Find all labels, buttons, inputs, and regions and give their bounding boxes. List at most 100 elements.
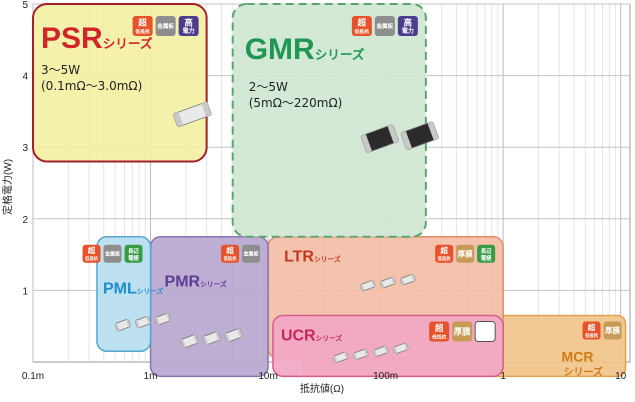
series-name: PMLシリーズ <box>103 281 164 298</box>
series-suffix: シリーズ <box>564 365 604 378</box>
svg-text:低抵抗: 低抵抗 <box>431 334 447 341</box>
svg-text:電極: 電極 <box>128 254 139 262</box>
x-tick-label: 10 <box>615 371 627 382</box>
svg-text:金属板: 金属板 <box>156 22 174 30</box>
series-name: UCRシリーズ <box>281 327 342 344</box>
x-tick-label: 100m <box>373 371 398 382</box>
svg-text:長辺: 長辺 <box>481 247 492 255</box>
svg-text:金属板: 金属板 <box>104 251 121 258</box>
svg-text:高: 高 <box>184 17 193 27</box>
resistor-chip-image <box>154 312 171 326</box>
y-tick-label: 5 <box>22 0 28 11</box>
svg-text:電極: 電極 <box>481 254 492 262</box>
y-tick-label: 2 <box>22 215 28 226</box>
svg-text:低抵抗: 低抵抗 <box>84 255 99 262</box>
svg-text:厚膜: 厚膜 <box>458 248 474 258</box>
metal-plate-badge: 金属板 <box>242 244 261 263</box>
y-tick-label: 1 <box>22 286 28 297</box>
svg-text:実装: 実装 <box>479 333 491 341</box>
x-tick-label: 0.1m <box>22 371 44 382</box>
svg-text:超: 超 <box>357 17 367 27</box>
series-name: PSRシリーズ <box>41 22 153 55</box>
range-text: (5mΩ～220mΩ) <box>249 96 343 110</box>
svg-text:裏面: 裏面 <box>478 325 491 333</box>
resistor-chip-image <box>134 315 151 329</box>
svg-text:長辺: 長辺 <box>128 247 139 255</box>
high-power-badge: 高電力 <box>397 16 418 36</box>
svg-text:低抵抗: 低抵抗 <box>134 28 150 35</box>
series-region-gmr: GMRシリーズ2～5W(5mΩ～220mΩ)超低抵抗金属板高電力 <box>231 3 439 238</box>
x-axis-label: 抵抗値(Ω) <box>300 382 344 395</box>
metal-plate-badge: 金属板 <box>103 244 122 263</box>
resistor-chip-image <box>400 121 439 150</box>
y-tick-label: 4 <box>22 72 28 83</box>
series-regions: MCRシリーズ超低抵抗厚膜LTRシリーズ超低抵抗厚膜長辺電極UCRシリーズ超低抵… <box>32 3 627 378</box>
resistor-chip-image <box>173 101 212 128</box>
svg-text:低抵抗: 低抵抗 <box>584 332 599 339</box>
y-axis-label: 定格電力(W) <box>1 159 14 215</box>
resistor-chip-image <box>224 328 243 343</box>
series-name: GMRシリーズ <box>245 33 365 66</box>
range-text: 2～5W <box>249 80 288 94</box>
resistor-chip-image <box>114 318 131 332</box>
svg-text:金属板: 金属板 <box>243 251 260 258</box>
series-region-psr: PSRシリーズ3～5W(0.1mΩ～3.0mΩ)超低抵抗金属板高電力 <box>32 3 212 163</box>
svg-text:低抵抗: 低抵抗 <box>223 255 238 262</box>
resistor-chip-image <box>332 351 349 364</box>
resistor-chip-image <box>392 342 409 355</box>
resistor-chip-image <box>400 273 416 286</box>
resistor-chip-image <box>180 334 199 349</box>
svg-text:低抵抗: 低抵抗 <box>437 255 452 262</box>
svg-text:厚膜: 厚膜 <box>454 326 471 336</box>
svg-text:電力: 電力 <box>402 27 414 35</box>
thick-film-badge: 厚膜 <box>456 244 475 263</box>
x-axis-ticks: 0.1m 1m 10m 100m 1 10 <box>22 371 627 382</box>
svg-text:超: 超 <box>434 323 444 333</box>
y-axis-ticks: 1 2 3 4 5 <box>22 0 28 297</box>
resistor-chip-image <box>360 279 376 292</box>
svg-text:超: 超 <box>225 245 234 255</box>
svg-text:電力: 電力 <box>183 27 195 35</box>
range-text: (0.1mΩ～3.0mΩ) <box>41 79 142 93</box>
metal-plate-badge: 金属板 <box>374 16 395 36</box>
series-name: PMRシリーズ <box>165 274 227 291</box>
x-tick-label: 1m <box>144 371 158 382</box>
resistor-chip-image <box>352 348 369 361</box>
series-region-pml: PMLシリーズ 超低抵抗金属板長辺電極 <box>82 235 171 353</box>
svg-text:超: 超 <box>87 245 96 255</box>
metal-plate-badge: 金属板 <box>155 16 176 36</box>
svg-text:厚膜: 厚膜 <box>605 325 621 335</box>
series-region-ucr: UCRシリーズ 超低抵抗厚膜裏面実装 <box>272 314 504 378</box>
series-name: MCR <box>562 348 594 364</box>
resistor-chip-image <box>372 345 389 358</box>
svg-text:高: 高 <box>404 17 413 27</box>
svg-text:超: 超 <box>439 245 448 255</box>
x-tick-label: 1 <box>500 371 506 382</box>
high-power-badge: 高電力 <box>178 16 199 36</box>
svg-text:低抵抗: 低抵抗 <box>354 28 370 35</box>
x-tick-label: 10m <box>258 371 277 382</box>
thick-film-badge: 厚膜 <box>603 321 622 340</box>
svg-text:超: 超 <box>137 17 147 27</box>
resistor-chip-image <box>202 331 221 346</box>
svg-text:超: 超 <box>587 322 596 332</box>
resistor-chip-image <box>380 276 396 289</box>
range-text: 3～5W <box>41 63 80 77</box>
resistor-chip-image <box>360 124 399 153</box>
series-name: LTRシリーズ <box>284 249 341 266</box>
svg-text:金属板: 金属板 <box>375 22 393 30</box>
y-tick-label: 3 <box>22 143 28 154</box>
thick-film-badge: 厚膜 <box>452 321 473 342</box>
